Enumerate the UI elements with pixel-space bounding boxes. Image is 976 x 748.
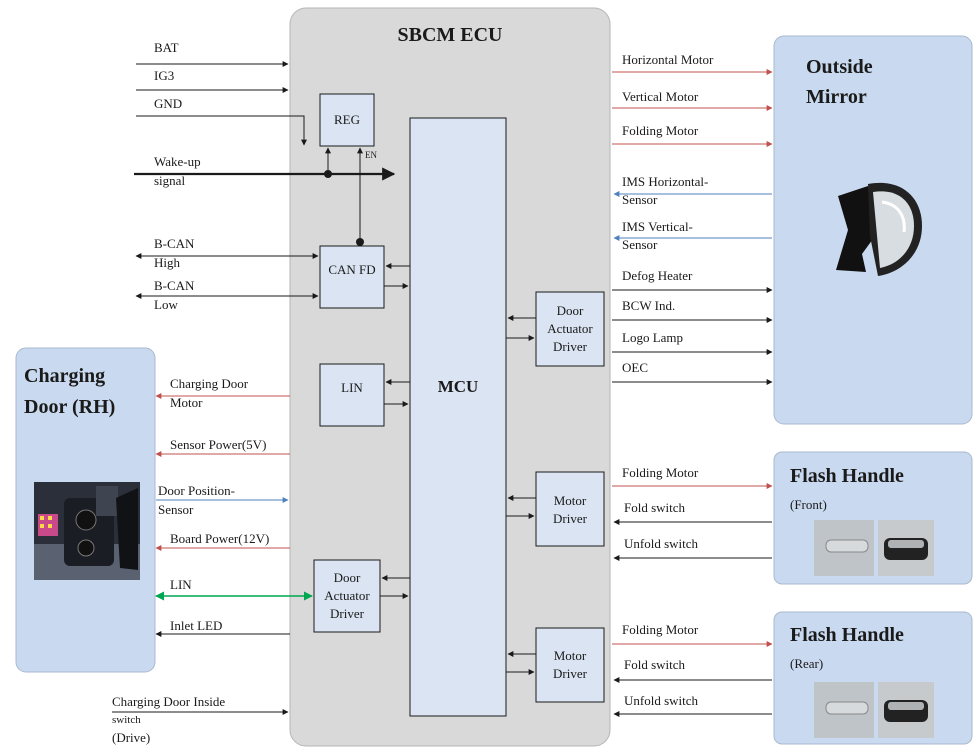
- door-handle-icon-front-2: [878, 520, 934, 576]
- lin-label: LIN: [341, 380, 363, 395]
- bat-label: BAT: [154, 40, 179, 55]
- ecu-title: SBCM ECU: [397, 24, 502, 46]
- lin-block: [319, 363, 385, 427]
- rear-fold-label: Fold switch: [624, 657, 686, 672]
- gnd-line: [136, 115, 307, 146]
- junction-dot-2: [356, 238, 364, 246]
- motor-driver-front: [535, 471, 605, 547]
- charging-port-icon: [34, 482, 140, 580]
- reg-block: [319, 93, 375, 147]
- folding-motor-mirror-label: Folding Motor: [622, 123, 699, 138]
- ims-vertical-label: IMS Vertical-Sensor: [622, 219, 693, 252]
- oec-label: OEC: [622, 360, 648, 375]
- en-label: EN: [365, 150, 377, 160]
- junction-dot-1: [324, 170, 332, 178]
- door-handle-icon-front-1: [814, 520, 874, 576]
- mcu-block: [409, 117, 507, 717]
- flash-rear-title: Flash Handle: [790, 624, 904, 646]
- door-actuator-driver-left: [313, 559, 381, 633]
- ig3-label: IG3: [154, 68, 174, 83]
- can-fd-label: CAN FD: [328, 262, 375, 277]
- reg-label: REG: [334, 112, 360, 127]
- flash-front-title: Flash Handle: [790, 465, 904, 487]
- ims-horizontal-label: IMS Horizontal-Sensor: [622, 174, 708, 207]
- inlet-led-label: Inlet LED: [170, 618, 222, 633]
- door-actuator-driver-right: [535, 291, 605, 367]
- sensor-power-label: Sensor Power(5V): [170, 437, 266, 452]
- flash-front-subtitle: (Front): [790, 497, 827, 512]
- front-fold-label: Fold switch: [624, 500, 686, 515]
- mcu-label: MCU: [438, 377, 479, 396]
- logo-lamp-label: Logo Lamp: [622, 330, 683, 345]
- flash-rear-subtitle: (Rear): [790, 656, 823, 671]
- front-folding-motor-label: Folding Motor: [622, 465, 699, 480]
- side-mirror-icon: [836, 182, 922, 276]
- motor-driver-rear: [535, 627, 605, 703]
- position-sensor-label: Door Position-Sensor: [158, 483, 235, 517]
- can-fd-block: [319, 245, 385, 309]
- front-unfold-label: Unfold switch: [624, 536, 699, 551]
- horizontal-motor-label: Horizontal Motor: [622, 52, 714, 67]
- door-handle-icon-rear-2: [878, 682, 934, 738]
- rear-unfold-label: Unfold switch: [624, 693, 699, 708]
- board-power-label: Board Power(12V): [170, 531, 269, 546]
- gnd-label: GND: [154, 96, 182, 111]
- rear-folding-motor-label: Folding Motor: [622, 622, 699, 637]
- door-handle-icon-rear-1: [814, 682, 874, 738]
- defog-label: Defog Heater: [622, 268, 693, 283]
- vertical-motor-label: Vertical Motor: [622, 89, 699, 104]
- bcw-label: BCW Ind.: [622, 298, 675, 313]
- lin-door-label: LIN: [170, 577, 192, 592]
